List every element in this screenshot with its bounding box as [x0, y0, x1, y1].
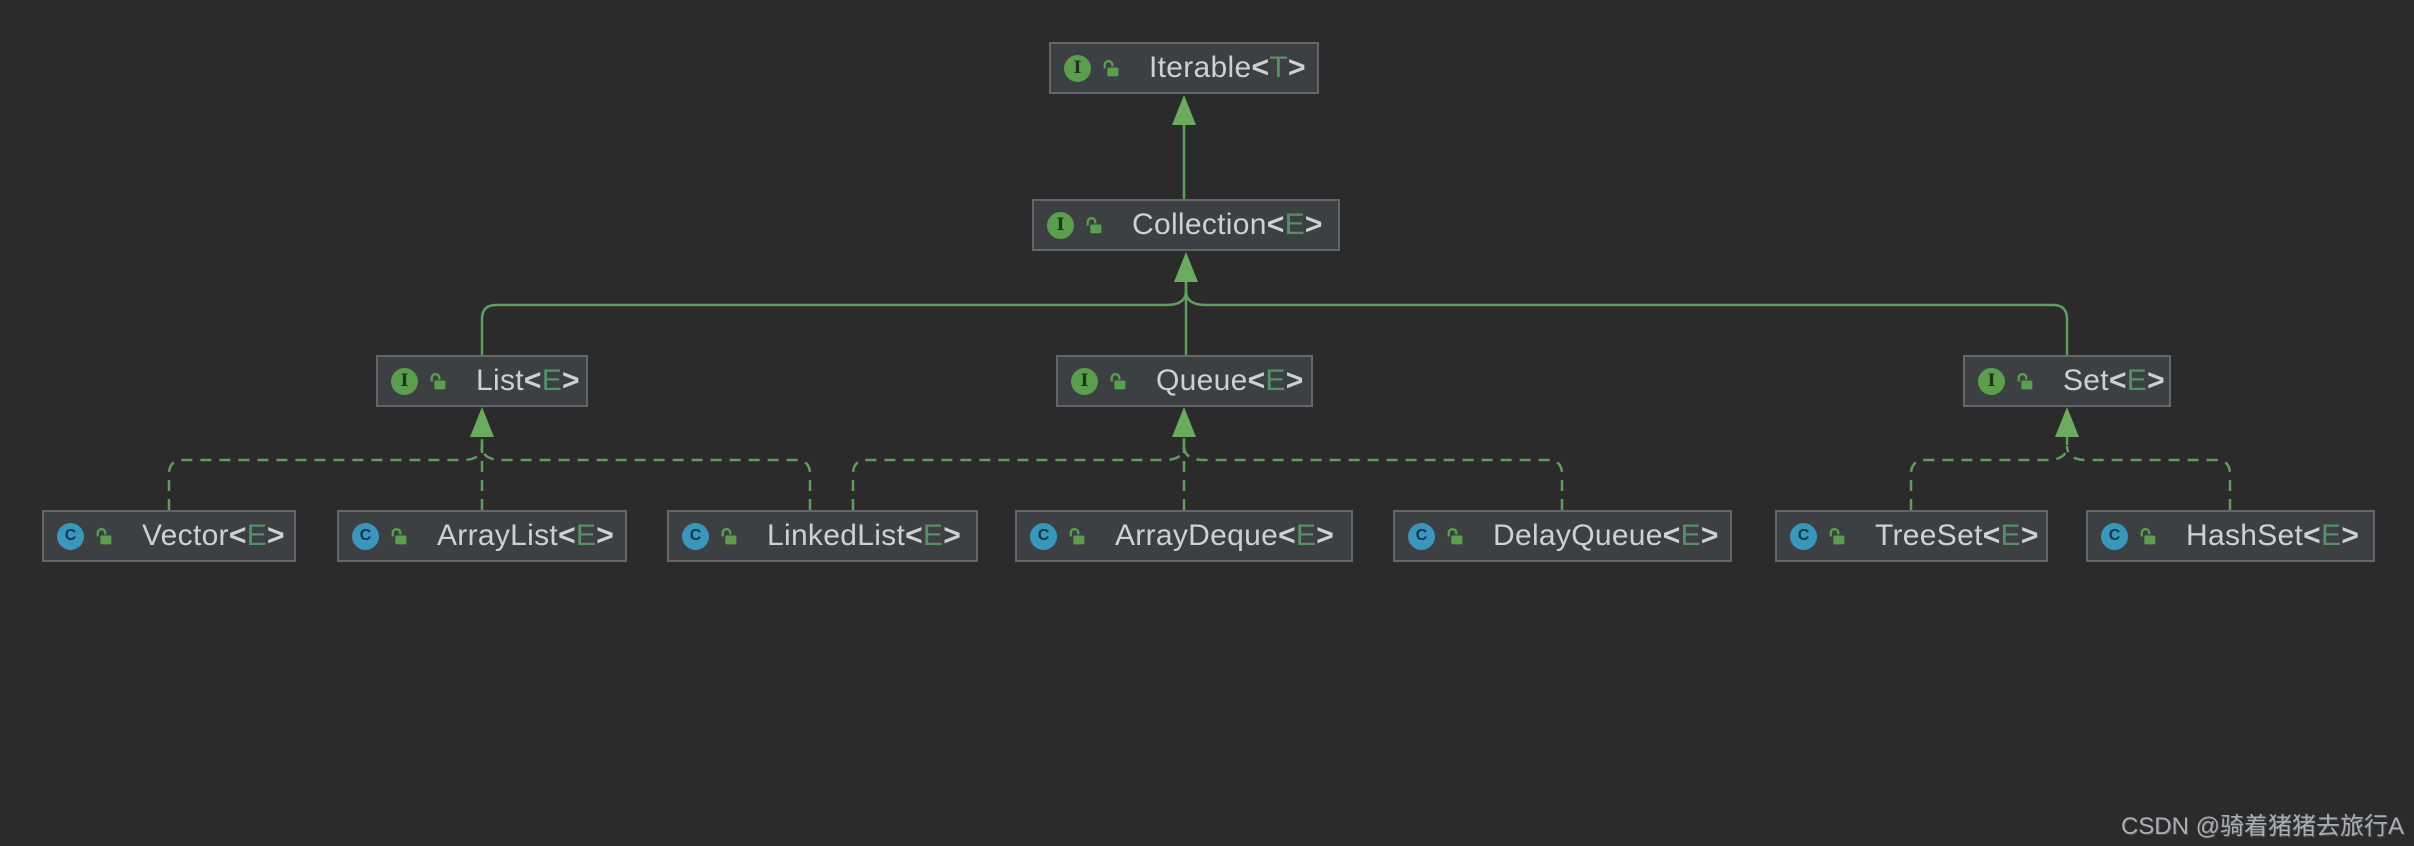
- node-hashset[interactable]: C HashSet<E>: [2086, 510, 2375, 562]
- edge-vector-to-list: [167, 436, 484, 510]
- class-icon: C: [1030, 522, 1057, 550]
- watermark: CSDN @骑着猪猪去旅行A: [2120, 813, 2404, 840]
- node-label: DelayQueue<E>: [1493, 519, 1719, 552]
- edge-delayqueue-to-queue: [1182, 445, 1564, 510]
- node-queue[interactable]: I Queue<E>: [1056, 355, 1313, 407]
- unlock-icon: [1829, 527, 1845, 544]
- node-label: Queue<E>: [1156, 364, 1304, 397]
- node-iterable[interactable]: I Iterable<T>: [1049, 42, 1319, 94]
- unlock-icon: [1086, 216, 1102, 233]
- node-list[interactable]: I List<E>: [376, 355, 588, 407]
- unlock-icon: [1069, 527, 1085, 544]
- unlock-icon: [2140, 527, 2156, 544]
- node-label: HashSet<E>: [2186, 519, 2360, 552]
- arrowhead-into-iterable: [1172, 95, 1196, 125]
- node-arraylist[interactable]: C ArrayList<E>: [337, 510, 627, 562]
- edge-treeset-to-set: [1909, 436, 2069, 510]
- unlock-icon: [2017, 372, 2033, 389]
- arrowhead-into-set: [2055, 407, 2079, 437]
- edge-linkedlist-to-queue: [851, 436, 1186, 510]
- class-icon: C: [57, 522, 84, 550]
- node-vector[interactable]: C Vector<E>: [42, 510, 296, 562]
- node-linkedlist[interactable]: C LinkedList<E>: [667, 510, 978, 562]
- interface-icon: I: [1071, 367, 1098, 395]
- node-delayqueue[interactable]: C DelayQueue<E>: [1393, 510, 1732, 562]
- edge-linkedlist-to-list: [480, 445, 812, 510]
- node-label: List<E>: [476, 364, 580, 397]
- unlock-icon: [1103, 59, 1119, 76]
- class-icon: C: [2101, 522, 2128, 550]
- arrowhead-into-list: [470, 407, 494, 437]
- class-icon: C: [1790, 522, 1817, 550]
- interface-icon: I: [1064, 54, 1091, 82]
- arrowhead-into-collection: [1174, 252, 1198, 282]
- unlock-icon: [391, 527, 407, 544]
- node-label: ArrayList<E>: [437, 519, 615, 552]
- node-label: LinkedList<E>: [767, 519, 962, 552]
- edge-set-to-collection: [1184, 290, 2069, 355]
- arrowhead-into-queue: [1172, 407, 1196, 437]
- edge-hashset-to-set: [2065, 445, 2232, 510]
- unlock-icon: [1110, 372, 1126, 389]
- interface-icon: I: [391, 367, 418, 395]
- node-set[interactable]: I Set<E>: [1963, 355, 2171, 407]
- unlock-icon: [721, 527, 737, 544]
- class-icon: C: [1408, 522, 1435, 550]
- node-arraydeque[interactable]: C ArrayDeque<E>: [1015, 510, 1353, 562]
- node-label: Set<E>: [2063, 364, 2165, 397]
- node-treeset[interactable]: C TreeSet<E>: [1775, 510, 2048, 562]
- node-label: Vector<E>: [142, 519, 285, 552]
- node-collection[interactable]: I Collection<E>: [1032, 199, 1340, 251]
- edge-list-to-collection: [480, 280, 1188, 355]
- unlock-icon: [430, 372, 446, 389]
- node-label: ArrayDeque<E>: [1115, 519, 1335, 552]
- unlock-icon: [1447, 527, 1463, 544]
- class-icon: C: [682, 522, 709, 550]
- interface-icon: I: [1047, 211, 1074, 239]
- interface-icon: I: [1978, 367, 2005, 395]
- class-icon: C: [352, 522, 379, 550]
- node-label: Collection<E>: [1132, 208, 1323, 241]
- node-label: Iterable<T>: [1149, 51, 1306, 84]
- unlock-icon: [96, 527, 112, 544]
- node-label: TreeSet<E>: [1875, 519, 2039, 552]
